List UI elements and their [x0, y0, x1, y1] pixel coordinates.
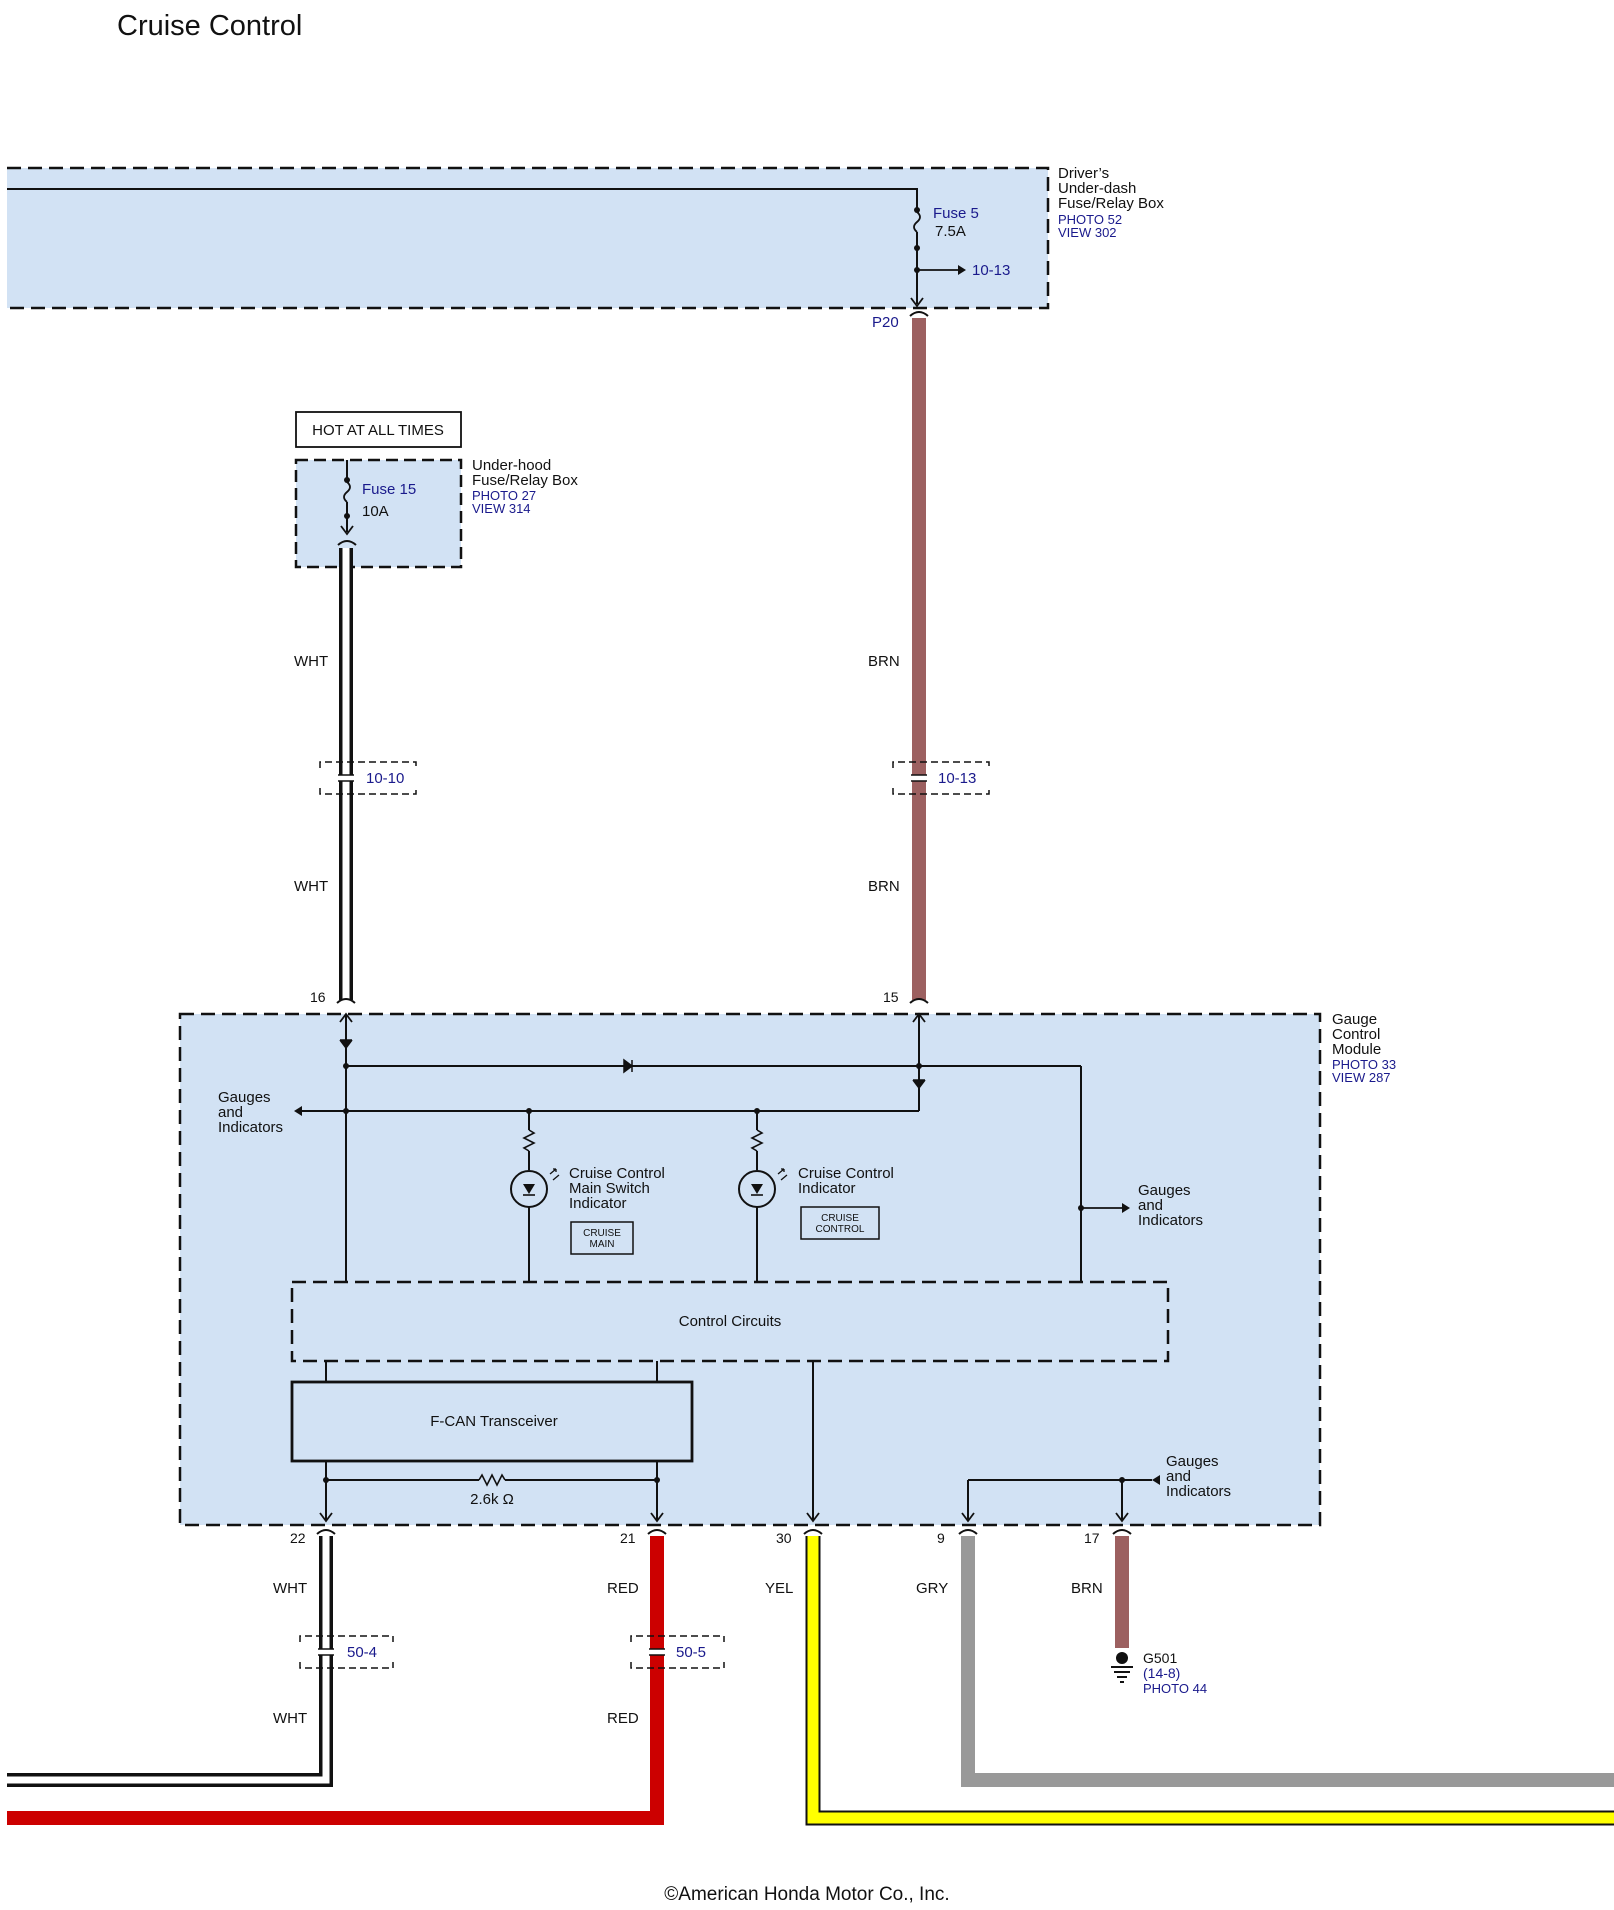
- brn-label-upper: BRN: [868, 653, 900, 670]
- brn-label-lower: BRN: [868, 878, 900, 895]
- underdash-branch-ref: 10-13: [972, 262, 1010, 279]
- red-label-lower: RED: [607, 1710, 639, 1727]
- connector-break-10-13: [892, 761, 990, 795]
- cc-badge-1: CRUISE: [821, 1213, 859, 1224]
- underhood-photo: PHOTO 27: [472, 488, 536, 503]
- page-title: Cruise Control: [117, 10, 302, 42]
- wht-ref-10-10: 10-10: [366, 770, 404, 787]
- gauges-left-2: and: [218, 1104, 243, 1121]
- gauges-bottom-1: Gauges: [1166, 1453, 1219, 1470]
- ground-ref: (14-8): [1143, 1665, 1180, 1681]
- gauge-module-name-3: Module: [1332, 1041, 1381, 1058]
- hot-label-box: [295, 411, 462, 448]
- wht-label-lower-upper: WHT: [273, 1580, 307, 1597]
- fuse15-label: Fuse 15: [362, 481, 416, 498]
- cc-indicator-1: Cruise Control: [798, 1165, 894, 1182]
- underdash-name-2: Under-dash: [1058, 180, 1136, 197]
- underhood-fuse-box: [294, 458, 463, 569]
- fuse5-label: Fuse 5: [933, 205, 979, 222]
- brn-label-pin17: BRN: [1071, 1580, 1103, 1597]
- gauges-bottom-3: Indicators: [1166, 1483, 1231, 1500]
- gauge-module-view: VIEW 287: [1332, 1070, 1391, 1085]
- fuse15-rating: 10A: [362, 503, 389, 520]
- connector-break-50-5: [630, 1635, 725, 1669]
- gauge-control-module: [178, 1012, 1322, 1527]
- ground-name: G501: [1143, 1650, 1177, 1666]
- pin-30: 30: [776, 1530, 792, 1546]
- main-indicator-1: Cruise Control: [569, 1165, 665, 1182]
- gauges-left-1: Gauges: [218, 1089, 271, 1106]
- gry-label: GRY: [916, 1580, 948, 1597]
- hot-label: HOT AT ALL TIMES: [312, 422, 444, 439]
- pin-17: 17: [1084, 1530, 1100, 1546]
- gauges-right-1: Gauges: [1138, 1182, 1191, 1199]
- underdash-fuse-box: [7, 166, 1050, 310]
- main-badge-1: CRUISE: [583, 1228, 621, 1239]
- wht-label-lower: WHT: [294, 878, 328, 895]
- control-circuits-label: Control Circuits: [679, 1313, 782, 1330]
- fuse5-rating: 7.5A: [935, 223, 966, 240]
- gauge-module-photo: PHOTO 33: [1332, 1057, 1396, 1072]
- gauges-right-3: Indicators: [1138, 1212, 1203, 1229]
- wire-red-pin21: [7, 1529, 667, 1825]
- pin-15: 15: [883, 989, 899, 1005]
- fcan-label: F-CAN Transceiver: [430, 1413, 558, 1430]
- wire-gry-pin9: [958, 1529, 1614, 1787]
- wht-label-lower-lower: WHT: [273, 1710, 307, 1727]
- brn-ref-10-13: 10-13: [938, 770, 976, 787]
- resistor-label: 2.6k Ω: [470, 1491, 514, 1508]
- wht-ref-50-4: 50-4: [347, 1644, 377, 1661]
- wire-brn-pin15: [909, 311, 929, 1004]
- pin-21: 21: [620, 1530, 636, 1546]
- pin-16: 16: [310, 989, 326, 1005]
- gauges-left-3: Indicators: [218, 1119, 283, 1136]
- gauges-bottom-2: and: [1166, 1468, 1191, 1485]
- yel-label: YEL: [765, 1580, 793, 1597]
- connector-p20: P20: [872, 314, 899, 331]
- underdash-photo: PHOTO 52: [1058, 212, 1122, 227]
- wire-wht-pin22: [7, 1529, 336, 1787]
- pin-9: 9: [937, 1530, 945, 1546]
- underhood-name-1: Under-hood: [472, 457, 551, 474]
- main-indicator-2: Main Switch: [569, 1180, 650, 1197]
- gauges-right-2: and: [1138, 1197, 1163, 1214]
- underdash-name-1: Driver’s: [1058, 165, 1109, 182]
- underdash-view: VIEW 302: [1058, 225, 1117, 240]
- ground-photo: PHOTO 44: [1143, 1681, 1207, 1696]
- gauge-module-name-1: Gauge: [1332, 1011, 1377, 1028]
- connector-break-50-4: [299, 1635, 394, 1669]
- underhood-view: VIEW 314: [472, 501, 531, 516]
- wire-brn-pin17: [1112, 1529, 1132, 1648]
- red-ref-50-5: 50-5: [676, 1644, 706, 1661]
- red-label-upper: RED: [607, 1580, 639, 1597]
- wire-wht-pin16: [336, 548, 356, 1004]
- wire-yel-pin30: [803, 1529, 1614, 1826]
- connector-break-10-10: [319, 761, 417, 795]
- copyright: ©American Honda Motor Co., Inc.: [664, 1884, 949, 1905]
- underdash-name-3: Fuse/Relay Box: [1058, 195, 1164, 212]
- main-badge-2: MAIN: [590, 1239, 615, 1250]
- ground-symbol: [1111, 1652, 1133, 1683]
- gauge-module-name-2: Control: [1332, 1026, 1380, 1043]
- cc-badge-2: CONTROL: [816, 1224, 865, 1235]
- main-indicator-3: Indicator: [569, 1195, 627, 1212]
- underhood-name-2: Fuse/Relay Box: [472, 472, 578, 489]
- pin-22: 22: [290, 1530, 306, 1546]
- wht-label-upper: WHT: [294, 653, 328, 670]
- cc-indicator-2: Indicator: [798, 1180, 856, 1197]
